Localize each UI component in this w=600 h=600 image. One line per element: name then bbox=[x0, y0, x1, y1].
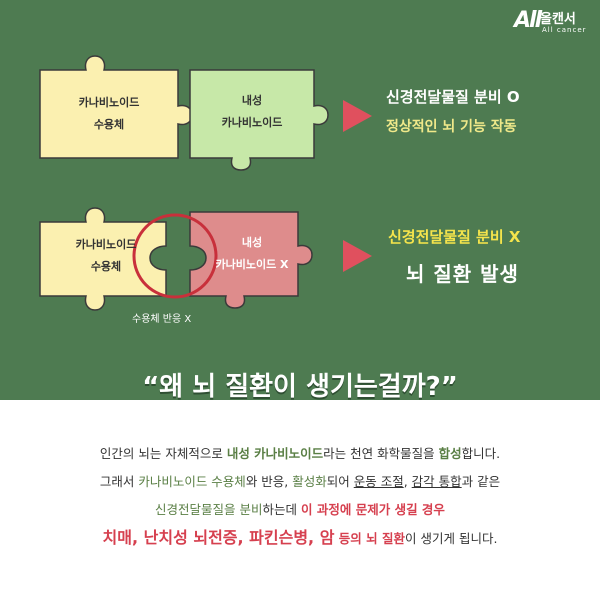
paragraph-line-2: 그래서 카나비노이드 수용체와 반응, 활성화되어 운동 조절, 감각 통합과 … bbox=[99, 474, 501, 489]
paragraph-line-1: 인간의 뇌는 자체적으로 내성 카나비노이드라는 천연 화학물질을 합성합니다. bbox=[99, 446, 501, 461]
logo-korean: 올캔서 bbox=[540, 12, 576, 27]
question-heading: “왜 뇌 질환이 생기는걸까?” bbox=[142, 372, 458, 402]
row1-receptor-label: 카나비노이드 수용체 bbox=[78, 96, 140, 131]
row2-endocannabinoid-puzzle-piece bbox=[189, 211, 313, 309]
row1-receptor-puzzle-piece bbox=[39, 55, 193, 159]
receptor-reaction-note: 수용체 반응 X bbox=[132, 314, 192, 325]
row2-arrow-icon bbox=[343, 240, 372, 272]
paragraph-line-4: 치매, 난치성 뇌전증, 파킨슨병, 암 등의 뇌 질환이 생기게 됩니다. bbox=[102, 528, 498, 547]
row1-result-line2: 정상적인 뇌 기능 작동 bbox=[386, 119, 517, 135]
row2-result-line2: 뇌 질환 발생 bbox=[406, 262, 519, 286]
mismatch-highlight-circle bbox=[132, 213, 218, 299]
puzzle-diagram bbox=[39, 55, 372, 311]
row2-result-line1: 신경전달물질 분비 X bbox=[388, 228, 521, 246]
logo-english: All cancer bbox=[542, 26, 587, 34]
paragraph-line-3: 신경전달물질을 분비하는데 이 과정에 문제가 생길 경우 bbox=[155, 502, 445, 517]
row1-arrow-icon bbox=[343, 100, 372, 132]
explanation-paragraph: 인간의 뇌는 자체적으로 내성 카나비노이드라는 천연 화학물질을 합성합니다.… bbox=[0, 440, 600, 553]
row1-endocannabinoid-puzzle-piece bbox=[189, 69, 329, 171]
row2-endocannabinoid-label: 내성 카나비노이드 X bbox=[215, 236, 289, 271]
row2-receptor-puzzle-piece bbox=[39, 207, 167, 311]
row1-endocannabinoid-label: 내성 카나비노이드 bbox=[221, 94, 283, 129]
row2-receptor-label: 카나비노이드 수용체 bbox=[75, 238, 137, 273]
row1-result-line1: 신경전달물질 분비 O bbox=[386, 88, 520, 106]
logo-mark: All bbox=[514, 8, 542, 33]
